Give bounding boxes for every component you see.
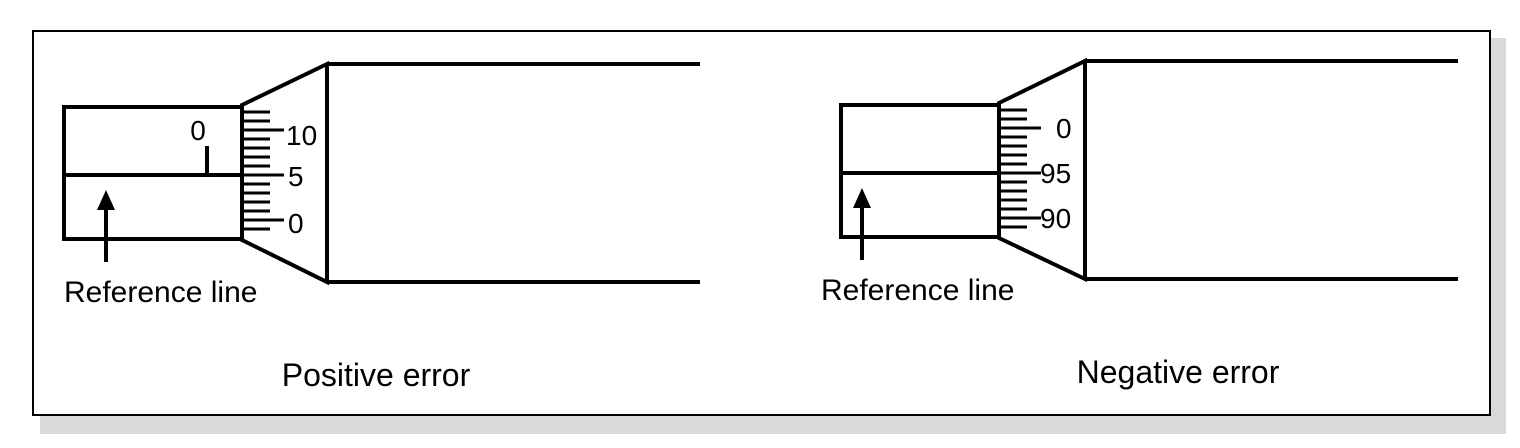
reference-arrow-head <box>853 188 871 208</box>
scale-label-5: 5 <box>288 161 304 192</box>
thimble-graduations <box>244 110 284 231</box>
scale-label-95: 95 <box>1040 158 1071 189</box>
diagram-frame <box>32 30 1491 416</box>
scale-label-90: 90 <box>1040 203 1071 234</box>
reference-arrow-head <box>97 190 115 210</box>
reference-line-label: Reference line <box>64 276 257 309</box>
sleeve-zero-label: 0 <box>190 115 206 146</box>
panel-caption: Positive error <box>282 357 471 393</box>
scale-label-0: 0 <box>288 208 304 239</box>
positive-error-panel: 0 10 5 0 Reference line Positive error <box>62 60 700 393</box>
panel-caption: Negative error <box>1077 354 1280 390</box>
reference-line-label: Reference line <box>821 274 1014 307</box>
scale-label-0: 0 <box>1056 113 1072 144</box>
negative-error-panel: 0 95 90 Reference line Negative error <box>821 57 1458 390</box>
thimble-graduations <box>1001 108 1041 229</box>
scale-label-10: 10 <box>286 120 317 151</box>
